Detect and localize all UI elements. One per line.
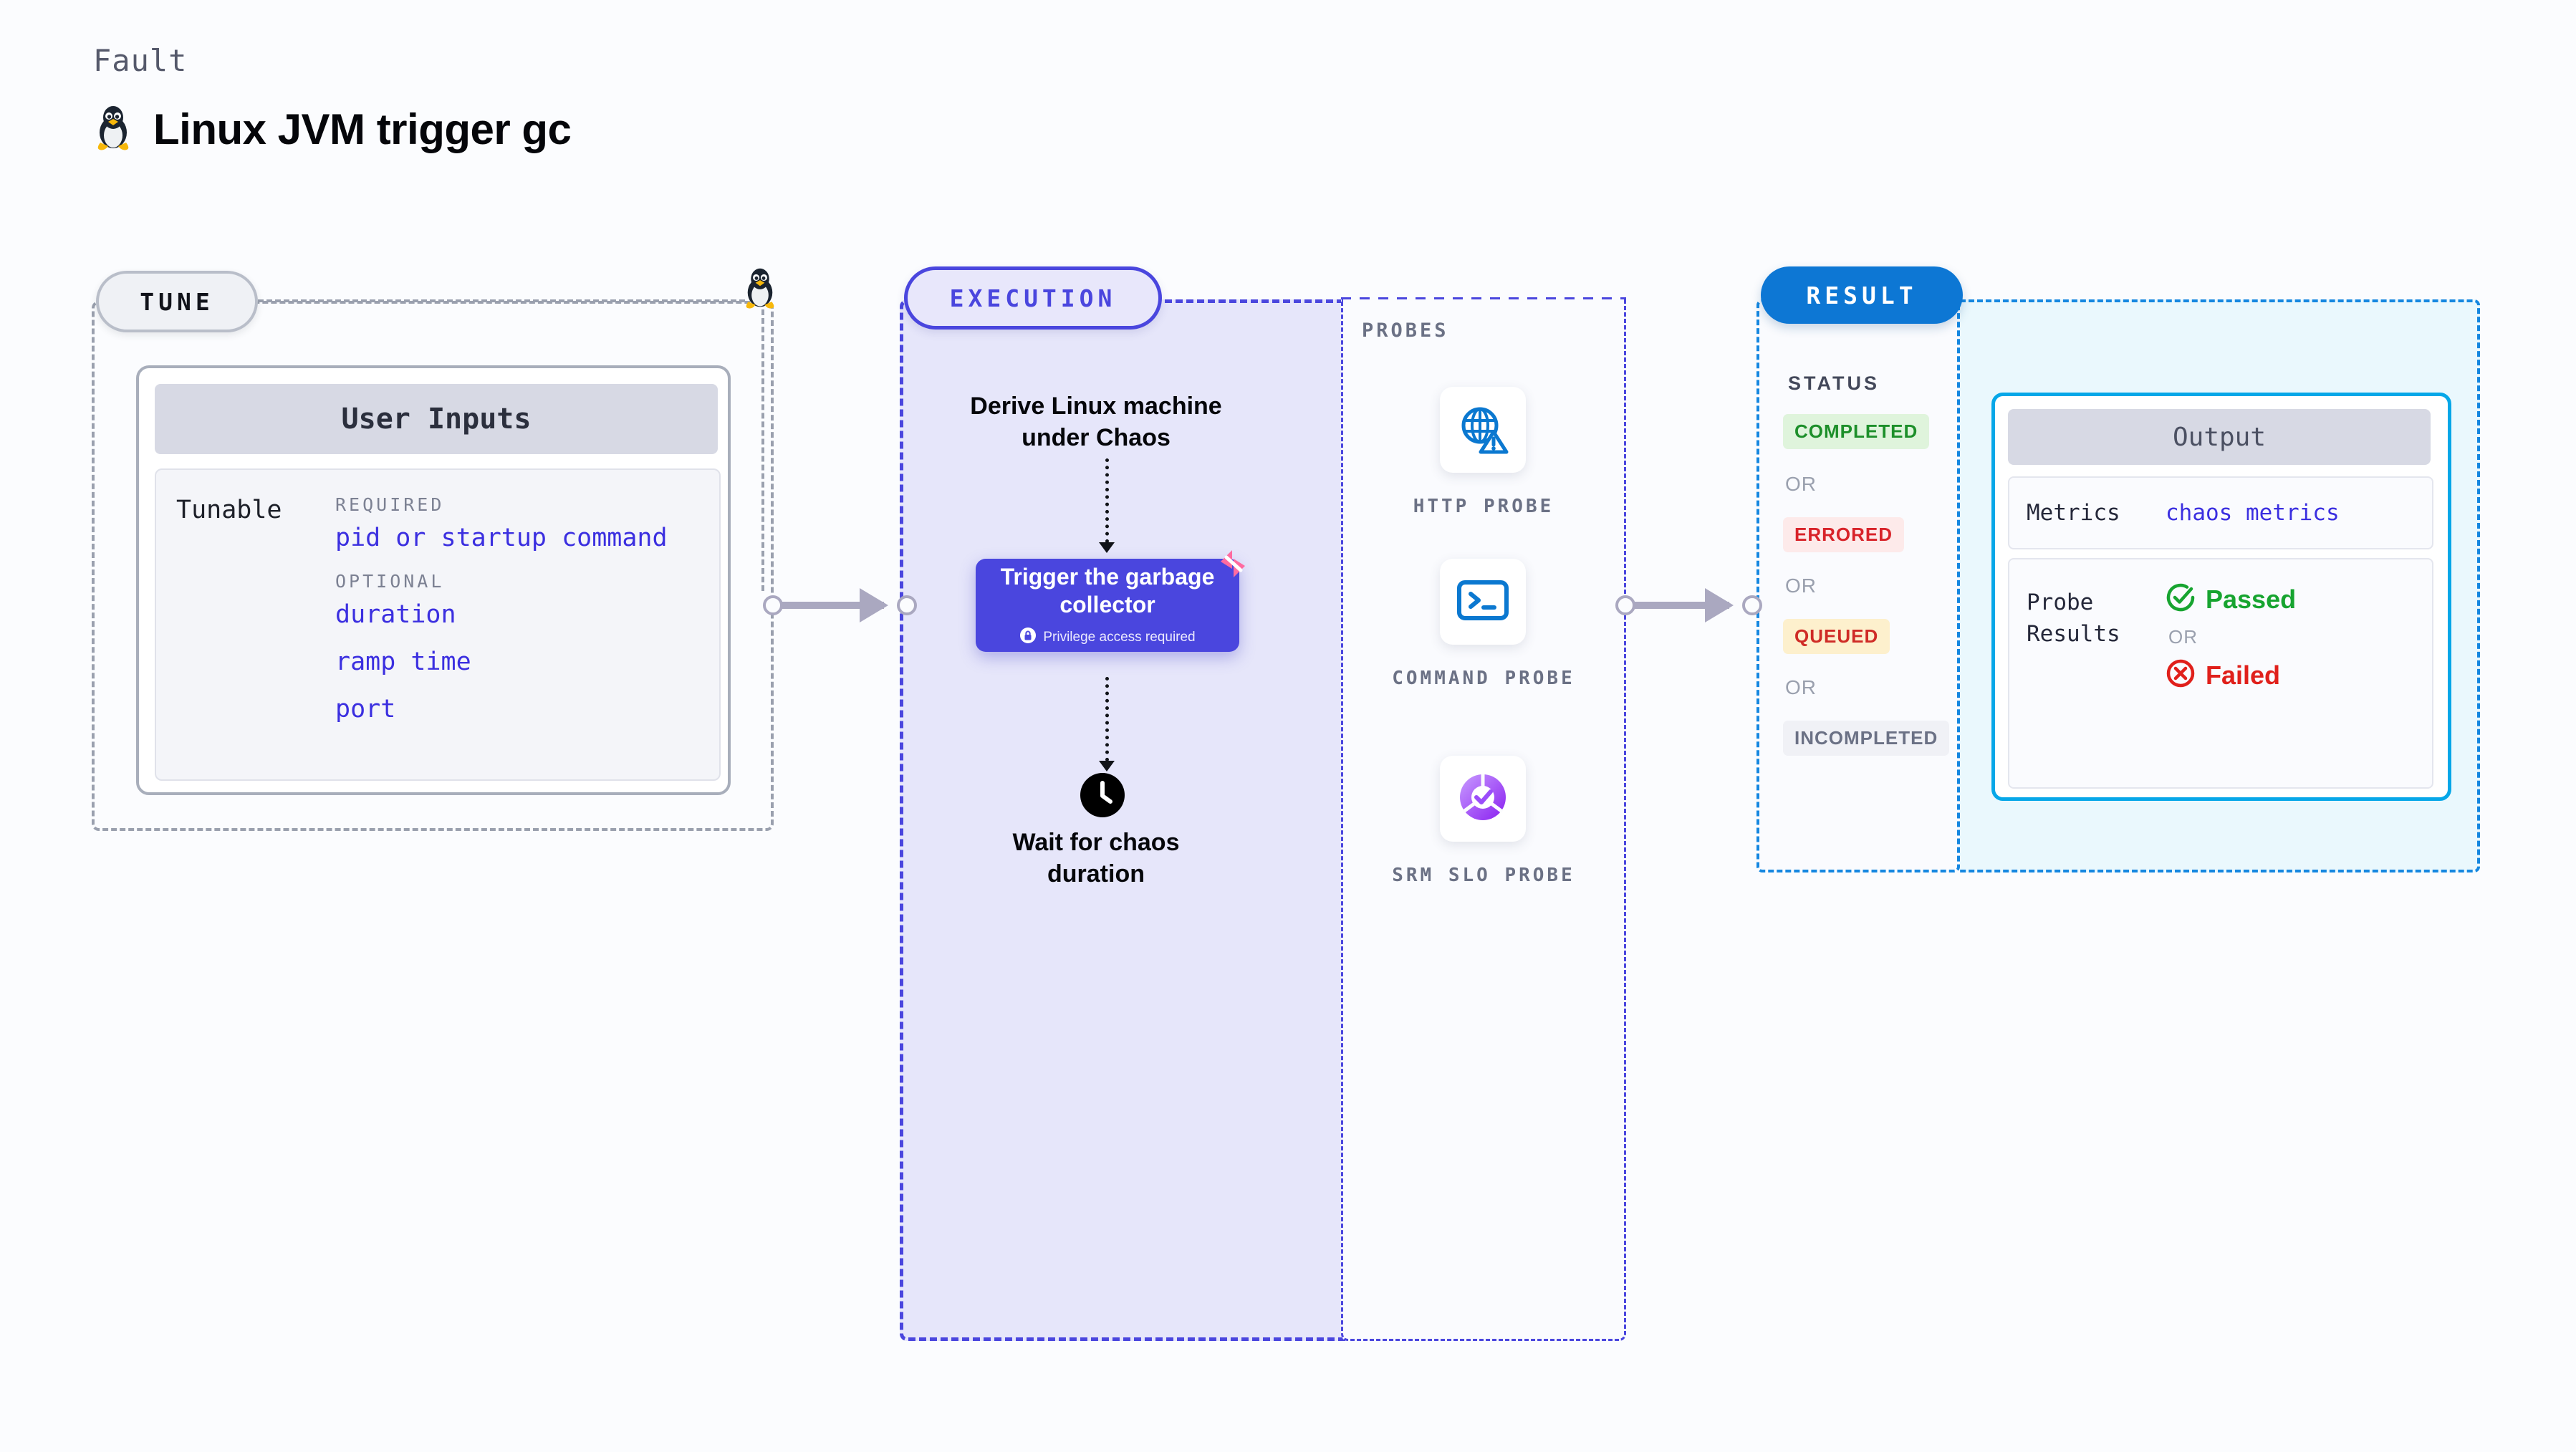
tunable-kind-optional: OPTIONAL (335, 571, 445, 592)
tune-region (92, 301, 774, 831)
status-or-3: OR (1785, 676, 1817, 698)
linux-penguin-marker-icon (741, 266, 779, 317)
result-badge[interactable]: RESULT (1761, 266, 1963, 324)
execution-badge[interactable]: EXECUTION (904, 266, 1162, 330)
step-wait-label: Wait for chaos duration (1012, 829, 1180, 888)
result-badge-label: RESULT (1806, 281, 1918, 309)
arrow-derive-to-trigger (1099, 458, 1115, 553)
tunable-values: REQUIRED pid or startup command OPTIONAL… (335, 470, 668, 779)
probe-result-failed: Failed (2166, 658, 2296, 692)
status-chip-errored: ERRORED (1783, 517, 1905, 552)
status-chip-completed: COMPLETED (1783, 414, 1930, 449)
privilege-row: Privilege access required (1019, 627, 1196, 648)
linux-penguin-icon (93, 104, 133, 155)
probe-result-failed-label: Failed (2206, 660, 2281, 690)
probe-card-http[interactable] (1440, 387, 1526, 473)
tune-badge-label: TUNE (140, 287, 214, 316)
privilege-note: Privilege access required (1043, 629, 1196, 645)
tunable-box: Tunable REQUIRED pid or startup command … (155, 468, 721, 781)
status-chip-queued: QUEUED (1783, 619, 1890, 654)
connector-execution-to-result (1615, 588, 1762, 622)
tunable-item-port[interactable]: port (335, 695, 396, 723)
status-chip-incompleted: INCOMPLETED (1783, 721, 1950, 756)
page-title: Linux JVM trigger gc (153, 105, 572, 153)
clock-icon (1080, 773, 1125, 817)
status-title: STATUS (1788, 372, 1880, 394)
probe-label-command: COMMAND PROBE (1392, 668, 1575, 689)
output-card-header: Output (2008, 409, 2431, 465)
x-circle-icon (2166, 658, 2196, 692)
output-card: Output Metrics chaos metrics Probe Resul… (1991, 393, 2451, 801)
trigger-garbage-collector-card[interactable]: Trigger the garbage collector Privilege … (976, 550, 1245, 652)
probe-results-label: Probe Results (2027, 590, 2120, 648)
probe-label-http: HTTP PROBE (1413, 496, 1554, 517)
page-header: Fault Linux JVM trigger gc (93, 43, 572, 155)
probes-title: PROBES (1362, 319, 1449, 342)
ribbon-badge-icon (1216, 547, 1249, 580)
arrow-trigger-to-wait (1099, 677, 1115, 771)
fault-eyebrow-label: Fault (93, 43, 188, 78)
tunable-label: Tunable (176, 496, 282, 524)
probe-results-row: Probe Results Passed OR (2008, 558, 2433, 789)
tune-badge[interactable]: TUNE (96, 271, 258, 332)
execution-badge-label: EXECUTION (949, 284, 1117, 312)
user-inputs-card: User Inputs Tunable REQUIRED pid or star… (136, 365, 731, 795)
metrics-row: Metrics chaos metrics (2008, 476, 2433, 549)
probe-result-passed-label: Passed (2206, 584, 2297, 614)
trigger-card-title: Trigger the garbage collector (1000, 563, 1215, 617)
tune-penguin-drop-line (761, 301, 764, 591)
title-row: Linux JVM trigger gc (93, 104, 572, 155)
tune-top-dashed-edge (258, 299, 745, 302)
tunable-item-duration[interactable]: duration (335, 600, 456, 629)
terminal-icon (1456, 578, 1509, 626)
user-inputs-header: User Inputs (155, 384, 718, 454)
step-derive-label: Derive Linux machine under Chaos (970, 393, 1222, 451)
lock-icon (1019, 627, 1037, 648)
connector-tune-to-execution (763, 588, 917, 622)
probe-label-srm-slo: SRM SLO PROBE (1392, 865, 1575, 886)
check-circle-icon (2166, 582, 2196, 616)
metrics-value[interactable]: chaos metrics (2166, 500, 2340, 526)
status-or-1: OR (1785, 473, 1817, 495)
slo-donut-check-icon (1456, 771, 1509, 827)
probe-results-values: Passed OR Failed (2166, 559, 2296, 787)
status-region (1756, 299, 1960, 872)
globe-warning-icon (1456, 402, 1509, 458)
probe-result-or: OR (2168, 626, 2198, 648)
tunable-item-pid[interactable]: pid or startup command (335, 524, 668, 552)
probe-result-passed: Passed (2166, 582, 2296, 616)
tunable-kind-required: REQUIRED (335, 494, 445, 515)
status-or-2: OR (1785, 574, 1817, 597)
probe-card-srm-slo[interactable] (1440, 756, 1526, 842)
metrics-label: Metrics (2027, 500, 2120, 526)
tunable-item-ramp-time[interactable]: ramp time (335, 648, 471, 676)
probe-card-command[interactable] (1440, 559, 1526, 645)
